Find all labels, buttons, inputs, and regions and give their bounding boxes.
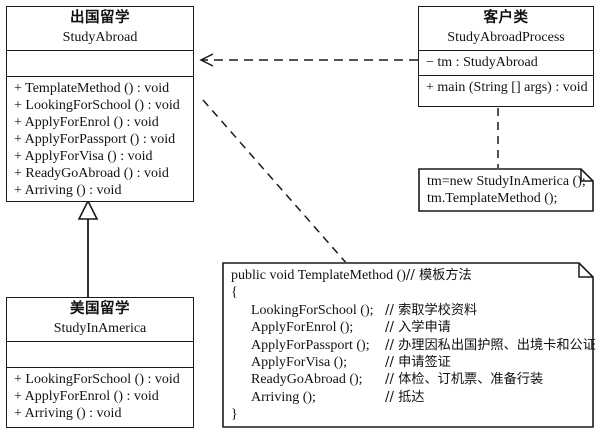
generalization-edge: [77, 199, 99, 297]
code-signature-comment: // 模板方法: [405, 268, 472, 283]
code-call: ApplyForVisa ();: [251, 355, 347, 371]
note-template-body: public void TemplateMethod ()// 模板方法 { L…: [222, 262, 596, 429]
code-statement: ApplyForPassport (); // 办理因私出国护照、出境卡和公证: [231, 337, 596, 354]
code-call: ApplyForPassport ();: [251, 337, 370, 353]
code-open-brace: {: [231, 285, 238, 301]
class-methods-study-abroad: + TemplateMethod () : void + LookingForS…: [7, 77, 193, 203]
method-row: + main (String [] args) : void: [426, 80, 588, 96]
code-comment: // 申请签证: [385, 355, 451, 371]
class-methods-study-in-america: + LookingForSchool () : void + ApplyForE…: [7, 368, 193, 426]
note-outline: [418, 168, 594, 212]
note-client-code[interactable]: tm=new StudyInAmerica (); tm.TemplateMet…: [418, 168, 594, 212]
method-row: + LookingForSchool () : void: [14, 372, 180, 388]
code-statement: LookingForSchool (); // 索取学校资料: [231, 302, 586, 319]
code-call: Arriving ();: [251, 389, 316, 405]
code-statement: ReadyGoAbroad (); // 体检、订机票、准备行装: [231, 371, 586, 388]
code-call: ApplyForEnrol ();: [251, 320, 354, 336]
template-note-anchor: [202, 99, 349, 266]
code-comment: // 入学申请: [385, 320, 451, 336]
code-signature-line: public void TemplateMethod ()// 模板方法: [231, 267, 586, 284]
code-statement: Arriving (); // 抵达: [231, 389, 586, 406]
method-row: + LookingForSchool () : void: [14, 98, 180, 114]
class-header-study-abroad: 出国留学 StudyAbroad: [7, 7, 193, 52]
code-close-brace: }: [231, 407, 238, 423]
method-row: + ApplyForPassport () : void: [14, 132, 176, 148]
class-attributes-study-abroad: [7, 51, 193, 78]
class-en-name: StudyAbroad: [62, 29, 138, 45]
method-row: + Arriving () : void: [14, 183, 122, 199]
class-methods-study-abroad-process: + main (String [] args) : void: [419, 76, 593, 100]
class-cn-name: 出国留学: [70, 10, 130, 26]
note-line: tm.TemplateMethod ();: [427, 191, 558, 206]
class-header-study-abroad-process: 客户类 StudyAbroadProcess: [419, 7, 593, 52]
class-en-name: StudyInAmerica: [53, 320, 147, 336]
note-template-method-code[interactable]: public void TemplateMethod ()// 模板方法 { L…: [222, 262, 596, 429]
method-row: + ApplyForEnrol () : void: [14, 389, 159, 405]
class-attributes-study-abroad-process: − tm : StudyAbroad: [419, 51, 593, 77]
class-box-study-abroad-process[interactable]: 客户类 StudyAbroadProcess − tm : StudyAbroa…: [418, 6, 594, 107]
code-comment: // 索取学校资料: [385, 302, 478, 318]
class-box-study-in-america[interactable]: 美国留学 StudyInAmerica + LookingForSchool (…: [6, 297, 194, 428]
note-outline: [222, 262, 594, 428]
method-row: + ApplyForVisa () : void: [14, 149, 153, 165]
code-statement: ApplyForVisa (); // 申请签证: [231, 354, 586, 371]
code-comment: // 抵达: [385, 389, 425, 405]
method-row: + TemplateMethod () : void: [14, 81, 170, 97]
method-row: + Arriving () : void: [14, 406, 122, 422]
attribute-row: − tm : StudyAbroad: [426, 55, 538, 71]
dependency-edge: [199, 53, 418, 67]
class-attributes-study-in-america: [7, 342, 193, 369]
class-en-name: StudyAbroadProcess: [447, 29, 565, 45]
class-header-study-in-america: 美国留学 StudyInAmerica: [7, 298, 193, 343]
note-line: tm=new StudyInAmerica ();: [427, 174, 586, 189]
note-client-body: tm=new StudyInAmerica (); tm.TemplateMet…: [418, 168, 594, 212]
code-call: LookingForSchool ();: [251, 302, 374, 318]
code-comment: // 办理因私出国护照、出境卡和公证: [385, 337, 596, 353]
code-comment: // 体检、订机票、准备行装: [385, 372, 544, 388]
method-row: + ReadyGoAbroad () : void: [14, 166, 169, 182]
method-row: + ApplyForEnrol () : void: [14, 115, 159, 131]
class-box-study-abroad[interactable]: 出国留学 StudyAbroad + TemplateMethod () : v…: [6, 6, 194, 202]
code-call: ReadyGoAbroad ();: [251, 372, 363, 388]
class-cn-name: 客户类: [483, 10, 529, 26]
code-statement: ApplyForEnrol (); // 入学申请: [231, 319, 586, 336]
class-cn-name: 美国留学: [70, 301, 130, 317]
code-signature: public void TemplateMethod (): [231, 268, 406, 283]
